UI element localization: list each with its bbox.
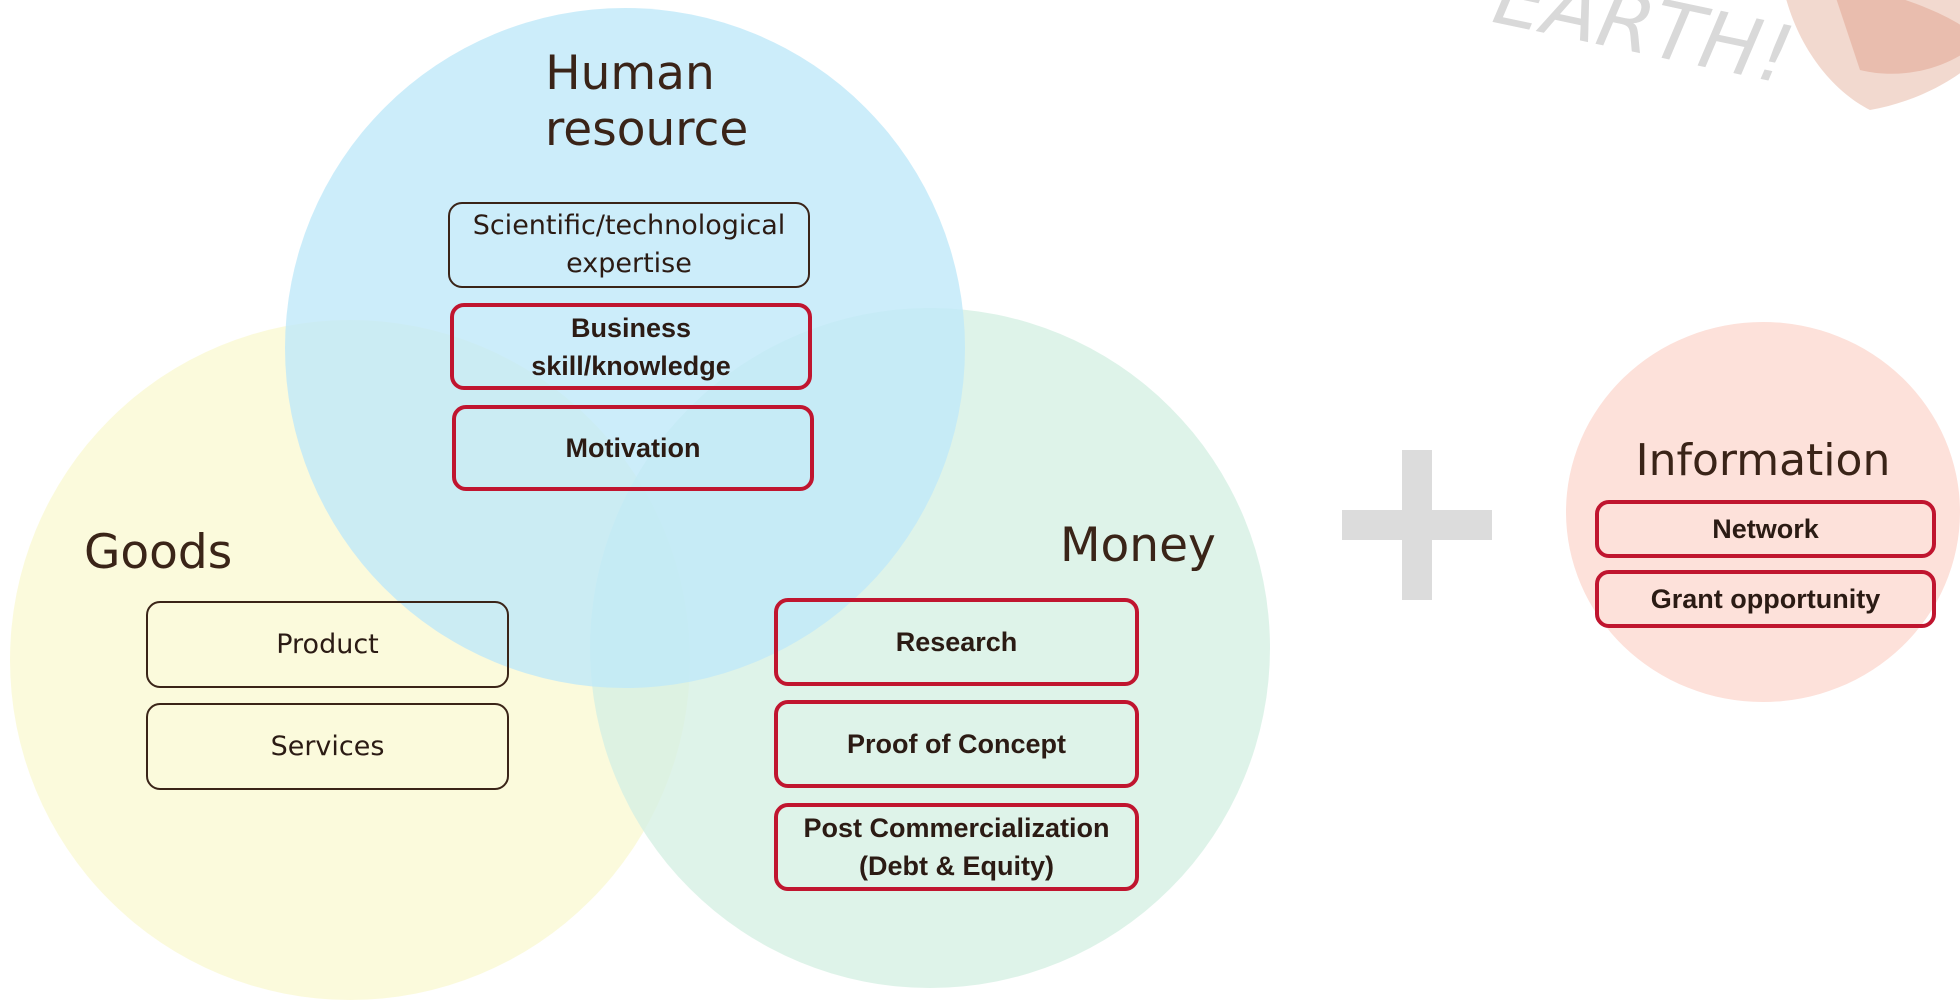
- network-box: Network: [1595, 500, 1936, 558]
- goods-title: Goods: [84, 525, 233, 580]
- box-label: Product: [276, 628, 379, 660]
- scientific-expertise-box: Scientific/technological expertise: [448, 202, 810, 288]
- box-line2: (Debt & Equity): [859, 851, 1054, 881]
- box-label: Network: [1712, 514, 1819, 544]
- box-line1: Post Commercialization: [803, 813, 1110, 843]
- human-title-line2: resource: [545, 102, 749, 158]
- box-line1: Business: [570, 312, 692, 343]
- box-label: Grant opportunity: [1650, 584, 1881, 614]
- box-line1: Motivation: [565, 433, 701, 463]
- human-resource-circle: [285, 8, 965, 688]
- box-line2: expertise: [566, 248, 692, 279]
- stamp-text: EARTH!: [1486, 0, 1801, 103]
- box-line1: Research: [895, 627, 1018, 657]
- box-label: Services: [270, 730, 385, 762]
- research-box: Research: [774, 598, 1139, 686]
- motivation-box: Motivation: [452, 405, 814, 491]
- box-line1: Proof of Concept: [847, 729, 1066, 759]
- plus-icon-bar: [1342, 510, 1492, 540]
- information-title: Information: [1635, 435, 1891, 486]
- earth-stamp-logo: EARTH!: [1486, 0, 1960, 110]
- post-commercialization-box: Post Commercialization (Debt & Equity): [774, 803, 1139, 891]
- human-title-line1: Human: [545, 46, 715, 101]
- information-circle: [1566, 322, 1960, 702]
- business-skill-box: Business skill/knowledge: [450, 303, 812, 390]
- proof-of-concept-box: Proof of Concept: [774, 700, 1139, 788]
- product-box: Product: [146, 601, 509, 688]
- services-box: Services: [146, 703, 509, 790]
- money-title: Money: [1060, 518, 1216, 573]
- box-line1: Scientific/technological: [472, 210, 786, 241]
- human-resource-title: Human resource: [545, 46, 748, 159]
- box-line2: skill/knowledge: [531, 350, 731, 381]
- grant-opportunity-box: Grant opportunity: [1595, 570, 1936, 628]
